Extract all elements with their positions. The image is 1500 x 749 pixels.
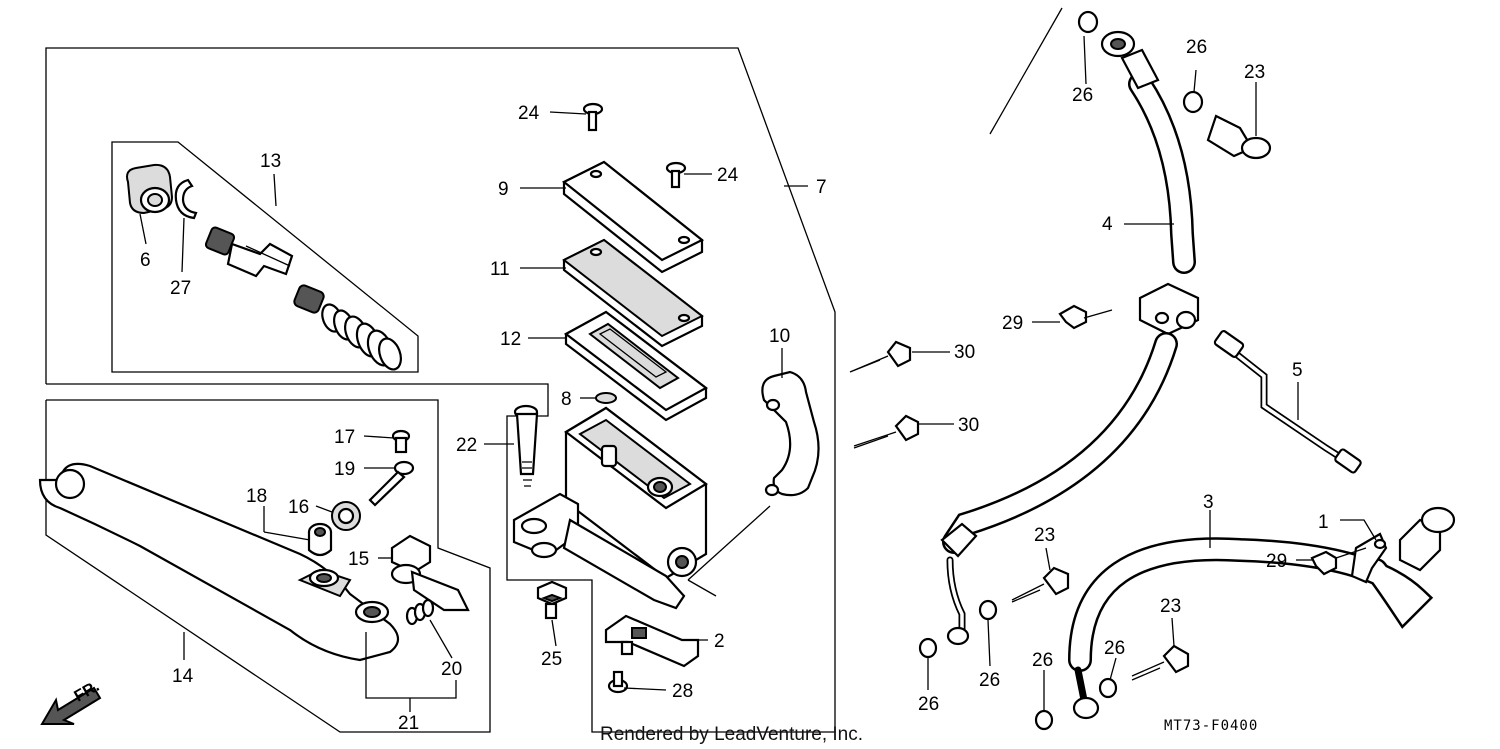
bolts-washers [849, 10, 1367, 731]
callout-5: 5 [1292, 360, 1303, 381]
callout-16: 16 [288, 497, 309, 518]
callout-28: 28 [672, 681, 693, 702]
reservoir-cover-stack [561, 102, 709, 422]
spring [321, 303, 402, 371]
bushing [307, 522, 333, 557]
switch-screw [607, 670, 629, 694]
screw-right [665, 161, 687, 189]
callout-26-top-left: 26 [1072, 85, 1093, 106]
brake-hoses [940, 30, 1456, 720]
callout-18: 18 [246, 486, 267, 507]
piston [204, 226, 325, 314]
callout-3: 3 [1203, 492, 1214, 513]
callout-7: 7 [816, 177, 827, 198]
callout-27: 27 [170, 278, 191, 299]
callout-23-lower: 23 [1160, 596, 1181, 617]
callout-13: 13 [260, 151, 281, 172]
callout-26-middle-left: 26 [918, 694, 939, 715]
callout-17: 17 [334, 427, 355, 448]
diaphragm [563, 310, 709, 422]
callout-1: 1 [1318, 512, 1329, 533]
pivot-screw [391, 429, 411, 454]
callout-2: 2 [714, 631, 725, 652]
adjusting-screw [368, 460, 415, 507]
callout-29-lower: 29 [1266, 551, 1287, 572]
diaphragm-plate [562, 238, 704, 348]
callout-14: 14 [172, 666, 194, 687]
callout-24-top: 24 [518, 103, 540, 124]
callout-15: 15 [348, 549, 369, 570]
callout-29-top: 29 [1002, 313, 1023, 334]
callout-12: 12 [500, 329, 521, 350]
callout-21: 21 [398, 713, 419, 734]
cap-nut [536, 580, 568, 620]
callout-19: 19 [334, 459, 355, 480]
callout-23-top: 23 [1244, 62, 1265, 83]
leader-lines [139, 35, 1377, 712]
callout-11: 11 [490, 259, 510, 280]
brake-lever [38, 462, 400, 662]
washer-small [595, 392, 617, 404]
circlip [174, 178, 198, 220]
boot [126, 163, 174, 215]
callout-25: 25 [541, 649, 562, 670]
callout-26-lower-left: 26 [1032, 650, 1053, 671]
handlebar-holder [761, 370, 820, 497]
callout-8: 8 [561, 389, 572, 410]
callout-30-lower: 30 [958, 415, 979, 436]
group-outlines [45, 7, 1063, 733]
callout-labels: 1 2 3 4 5 6 7 8 9 10 11 12 13 14 15 16 1… [140, 37, 1329, 734]
brake-light-switch [604, 614, 700, 668]
callout-26-lower-right: 26 [1104, 638, 1125, 659]
diagram-code: MT73-F0400 [1164, 718, 1258, 734]
adjuster [390, 534, 470, 612]
piston-kit [126, 163, 402, 371]
master-cylinder-body [512, 404, 708, 610]
callout-4: 4 [1102, 214, 1113, 235]
front-direction-arrow: FR. [40, 678, 102, 725]
screw-top [582, 102, 604, 132]
callout-20: 20 [441, 659, 462, 680]
pivot-bolt [513, 404, 539, 487]
callout-26-middle-right: 26 [979, 670, 1000, 691]
callout-23-middle: 23 [1034, 525, 1055, 546]
callout-26-top-right: 26 [1186, 37, 1207, 58]
callout-6: 6 [140, 250, 151, 271]
rendered-by-credit: Rendered by LeadVenture, Inc. [600, 724, 863, 745]
callout-30-top: 30 [954, 342, 975, 363]
callout-22: 22 [456, 435, 477, 456]
callout-10: 10 [769, 326, 790, 347]
callout-9: 9 [498, 179, 509, 200]
adjuster-nut [331, 501, 361, 531]
callout-24-right: 24 [717, 165, 739, 186]
lever-spring [405, 598, 435, 626]
reservoir-cap [561, 160, 705, 274]
